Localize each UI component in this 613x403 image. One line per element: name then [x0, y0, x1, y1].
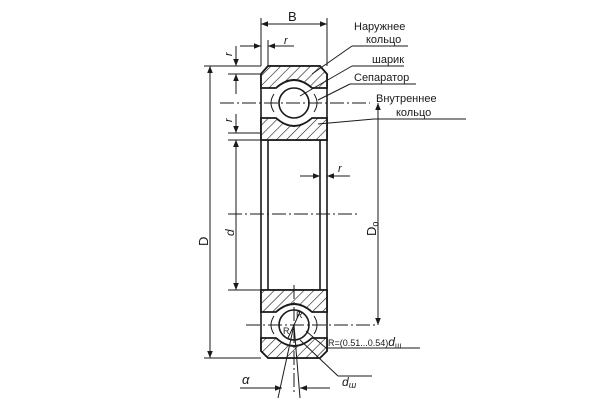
dimension-Do-label: Do	[364, 222, 380, 236]
separator-label: Сепаратор	[354, 72, 409, 84]
ball-radius-formula: R=(0.51...0.54)dш	[305, 330, 420, 350]
dimension-D-label: D	[196, 237, 211, 246]
ball-diameter-leader: dш	[299, 339, 372, 390]
outer-ring-top	[260, 65, 328, 89]
ball-radius-label-1: R	[296, 310, 303, 320]
label-inner-ring: Внутреннее кольцо	[317, 93, 466, 125]
dimension-r-label-2: r	[223, 51, 235, 56]
outer-ring-label-line1: Наружнее	[354, 21, 405, 33]
ball-radius-label-2: R	[283, 326, 290, 336]
dimension-r-label-1: r	[284, 35, 289, 47]
dimension-Do: Do	[364, 103, 381, 325]
dimension-r-inner-vertical: r	[223, 114, 261, 160]
inner-ring-top	[260, 117, 328, 141]
inner-ring-label-line1: Внутреннее	[376, 93, 437, 105]
dimension-alpha: α	[240, 324, 330, 399]
dimension-B-label: B	[288, 9, 297, 24]
label-ball: шарик	[299, 54, 404, 97]
dimension-d-label: d	[223, 229, 237, 236]
dimension-r-right: r	[300, 163, 350, 179]
label-outer-ring: Наружнее кольцо	[311, 21, 408, 75]
dimension-r-top-horizontal: r	[240, 35, 294, 66]
dimension-D: D	[196, 65, 261, 359]
ball-label: шарик	[372, 54, 404, 66]
dimension-r-label-4: r	[338, 163, 343, 175]
dimension-alpha-label: α	[242, 372, 250, 387]
dimension-B: B	[260, 9, 328, 66]
dimension-r-top-vertical: r	[223, 46, 261, 94]
inner-ring-bottom	[260, 289, 328, 313]
dimension-r-label-3: r	[223, 117, 235, 122]
outer-ring-label-line2: кольцо	[366, 34, 401, 46]
formula-text: R=(0.51...0.54)dш	[328, 335, 401, 350]
ball-diameter-label: dш	[342, 375, 357, 390]
inner-ring-label-line2: кольцо	[396, 107, 431, 119]
dimension-d: d	[223, 140, 261, 291]
label-separator: Сепаратор	[317, 72, 416, 101]
